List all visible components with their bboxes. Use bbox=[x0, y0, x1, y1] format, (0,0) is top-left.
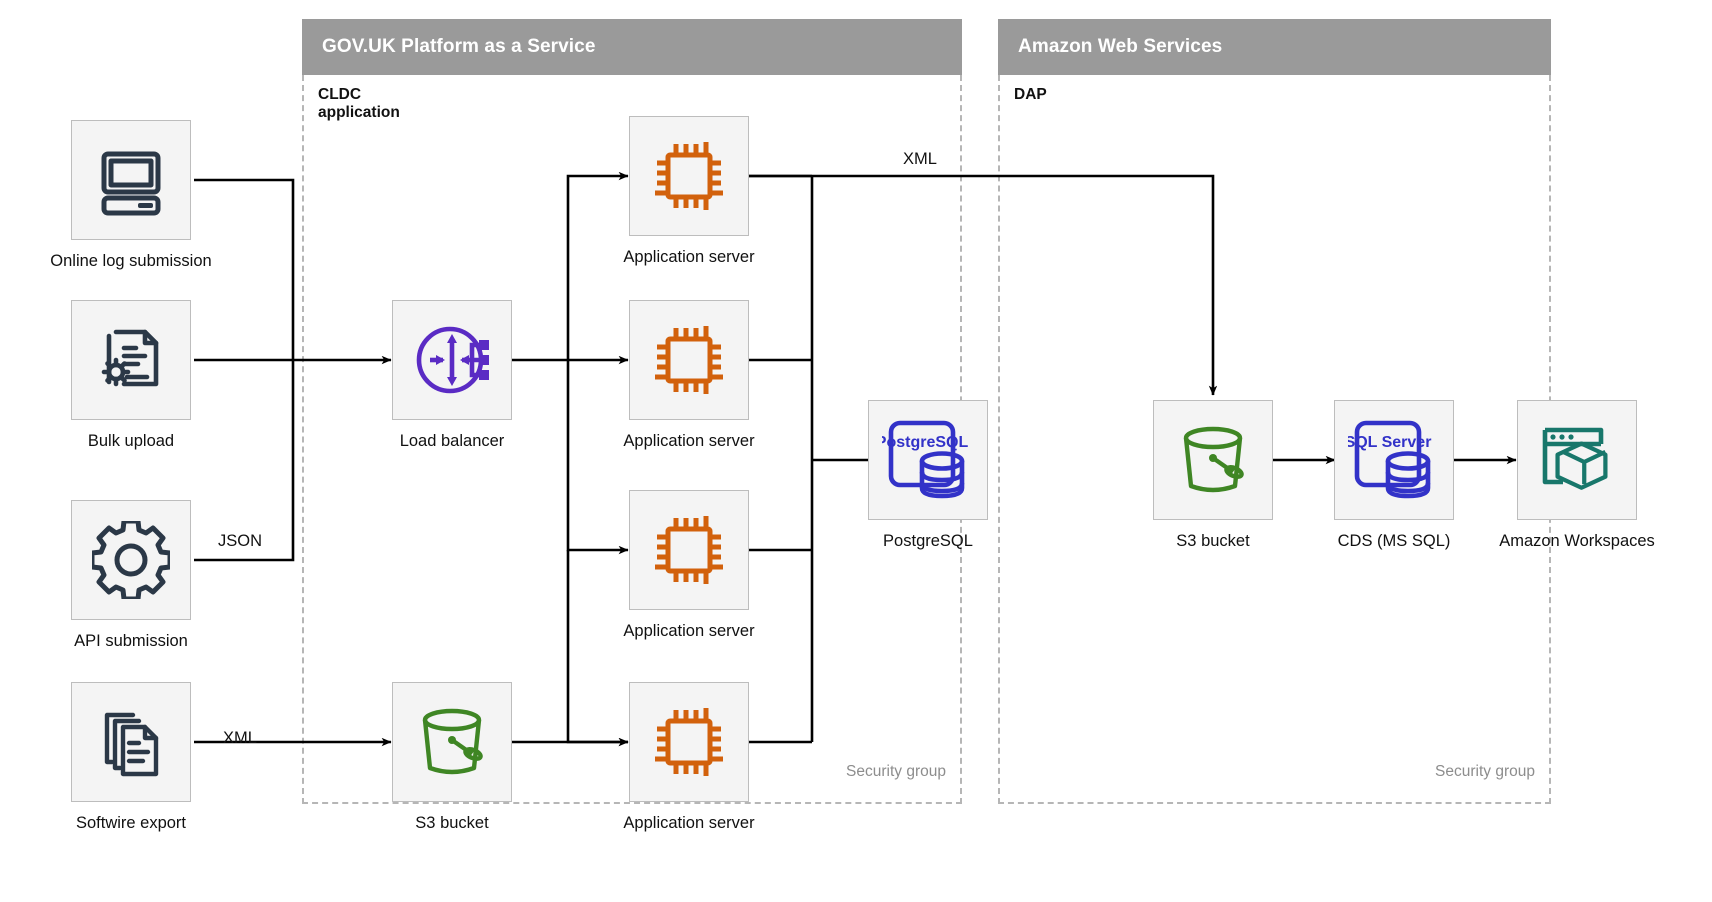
node-box-app-server-2[interactable] bbox=[629, 300, 749, 420]
node-box-softwire-export[interactable] bbox=[71, 682, 191, 802]
node-box-app-server-1[interactable] bbox=[629, 116, 749, 236]
zone-header-paas: GOV.UK Platform as a Service bbox=[302, 19, 962, 75]
cpu-chip-icon bbox=[655, 516, 723, 584]
node-label-cds-ms-sql: CDS (MS SQL) bbox=[1337, 532, 1451, 550]
postgresql-icon-text: PostgreSQL bbox=[882, 434, 968, 451]
node-label-bulk-upload: Bulk upload bbox=[87, 432, 175, 450]
node-box-amazon-workspaces[interactable] bbox=[1517, 400, 1637, 520]
wire-api-to-lb bbox=[194, 360, 295, 562]
cpu-chip-icon bbox=[655, 326, 723, 394]
sql-server-icon: SQL Server bbox=[1348, 420, 1431, 499]
zone-footer-security-group-aws: Security group bbox=[1435, 763, 1535, 780]
node-label-amazon-workspaces: Amazon Workspaces bbox=[1499, 532, 1655, 550]
zone-subtitle-dap: DAP bbox=[1014, 86, 1047, 103]
amazon-workspaces-icon bbox=[1542, 427, 1608, 490]
node-box-load-balancer[interactable] bbox=[392, 300, 512, 420]
document-gear-icon bbox=[101, 329, 159, 387]
zone-boundary-aws bbox=[998, 75, 1551, 804]
node-label-postgresql: PostgreSQL bbox=[883, 532, 973, 550]
desktop-computer-icon bbox=[101, 151, 161, 216]
node-label-load-balancer: Load balancer bbox=[399, 432, 505, 450]
node-label-s3-bucket-dap: S3 bucket bbox=[1176, 532, 1250, 550]
s3-bucket-icon bbox=[422, 708, 483, 775]
node-label-api-submission: API submission bbox=[74, 632, 188, 650]
node-box-online-log-submission[interactable] bbox=[71, 120, 191, 240]
gear-icon bbox=[92, 521, 170, 599]
zone-header-aws: Amazon Web Services bbox=[998, 19, 1551, 75]
node-box-s3-bucket-paas[interactable] bbox=[392, 682, 512, 802]
node-label-app-server-2: Application server bbox=[623, 432, 755, 450]
cpu-chip-icon bbox=[655, 708, 723, 776]
node-box-app-server-3[interactable] bbox=[629, 490, 749, 610]
node-box-s3-bucket-dap[interactable] bbox=[1153, 400, 1273, 520]
node-box-cds-ms-sql[interactable]: SQL Server bbox=[1334, 400, 1454, 520]
edge-label-json-api: JSON bbox=[217, 532, 262, 550]
sql-server-icon-text: SQL Server bbox=[1348, 434, 1431, 451]
node-label-app-server-3: Application server bbox=[623, 622, 755, 640]
s3-bucket-icon bbox=[1183, 426, 1244, 493]
node-box-api-submission[interactable] bbox=[71, 500, 191, 620]
zone-title-aws: Amazon Web Services bbox=[1018, 36, 1223, 57]
node-box-app-server-4[interactable] bbox=[629, 682, 749, 802]
zone-subtitle-cldc-application: CLDC application bbox=[318, 86, 400, 121]
node-box-bulk-upload[interactable] bbox=[71, 300, 191, 420]
node-label-s3-bucket-paas: S3 bucket bbox=[415, 814, 489, 832]
zone-title-paas: GOV.UK Platform as a Service bbox=[322, 36, 596, 57]
node-label-softwire-export: Softwire export bbox=[75, 814, 187, 832]
edge-label-xml-app-to-s3: XML bbox=[903, 150, 937, 168]
document-stack-icon bbox=[104, 712, 159, 777]
node-label-app-server-4: Application server bbox=[623, 814, 755, 832]
node-label-online-log-submission: Online log submission bbox=[50, 252, 212, 270]
zone-footer-security-group-paas: Security group bbox=[846, 763, 946, 780]
node-label-app-server-1: Application server bbox=[623, 248, 755, 266]
cpu-chip-icon bbox=[655, 142, 723, 210]
edge-label-xml-softwire: XML bbox=[223, 729, 257, 747]
load-balancer-icon bbox=[416, 326, 489, 394]
postgresql-icon: PostgreSQL bbox=[882, 420, 968, 499]
node-box-postgresql[interactable]: PostgreSQL bbox=[868, 400, 988, 520]
